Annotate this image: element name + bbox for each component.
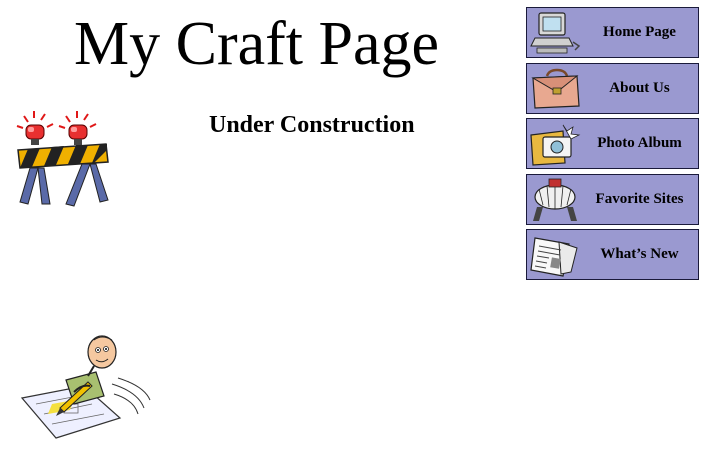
nav-label: Favorite Sites — [595, 191, 684, 207]
nav-label: Photo Album — [597, 135, 682, 151]
briefcase-icon — [531, 68, 580, 109]
camera-icon — [530, 124, 581, 166]
construction-worker-icon — [20, 335, 151, 439]
nav-button-about-us[interactable]: About Us — [526, 63, 699, 114]
newspaper-icon — [530, 237, 578, 277]
nav-button-photo-album[interactable]: Photo Album — [526, 118, 699, 169]
nav-button-favorite-sites[interactable]: Favorite Sites — [526, 174, 699, 225]
nav-button-whats-new[interactable]: What’s New — [526, 229, 699, 280]
nav-label: What’s New — [600, 246, 679, 262]
nav-label: Home Page — [603, 24, 676, 40]
nav-label: About Us — [609, 80, 670, 96]
computer-icon — [530, 12, 581, 54]
nav-button-home-page[interactable]: Home Page — [526, 7, 699, 58]
barricade-icon — [16, 111, 109, 207]
rolodex-icon — [533, 178, 577, 221]
page-title: My Craft Page — [74, 10, 440, 78]
under-construction-heading: Under Construction — [209, 112, 415, 138]
